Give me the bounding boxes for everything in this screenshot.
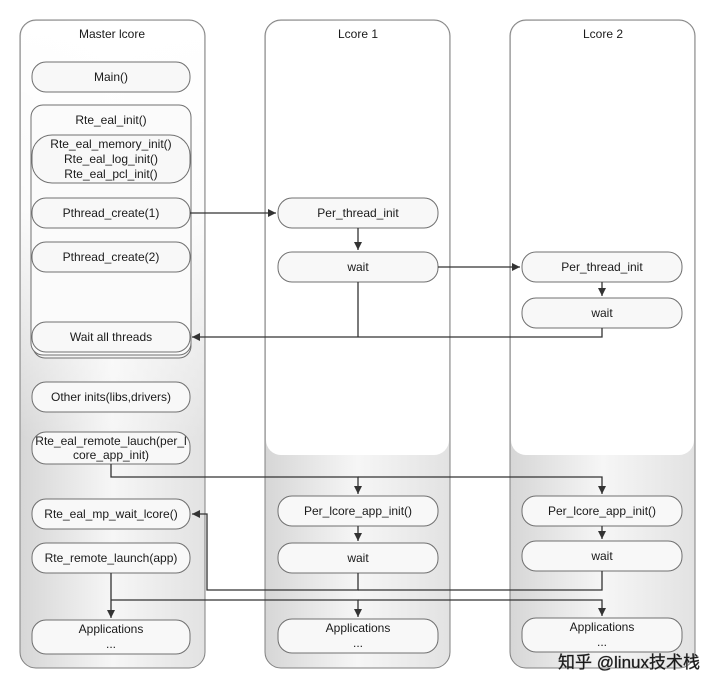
svg-text:Rte_eal_remote_lauch(per_l: Rte_eal_remote_lauch(per_l [35, 434, 186, 448]
node-lcore2-per-lcore-app-init: Per_lcore_app_init() [521, 495, 683, 527]
svg-text:Per_lcore_app_init(): Per_lcore_app_init() [548, 504, 656, 518]
svg-text:...: ... [106, 637, 116, 651]
node-lcore1-applications: Applications ... [277, 618, 439, 654]
arrow-lcore2-wait-to-wait-all [192, 328, 603, 341]
svg-text:wait: wait [590, 306, 613, 320]
node-wait-all-threads: Wait all threads [31, 321, 191, 353]
svg-text:Pthread_create(1): Pthread_create(1) [63, 206, 160, 220]
lane-title-master: Master lcore [79, 27, 145, 41]
node-main: Main() [31, 61, 191, 93]
node-lcore1-wait-2: wait [277, 542, 439, 574]
watermark: 知乎 @linux技术栈 [558, 653, 700, 672]
svg-text:Rte_remote_launch(app): Rte_remote_launch(app) [45, 551, 178, 565]
node-master-applications: Applications ... [31, 619, 191, 655]
svg-text:...: ... [597, 635, 607, 649]
arrow-lcore-waits-to-mp-wait [192, 510, 359, 591]
svg-text:Per_thread_init: Per_thread_init [561, 260, 643, 274]
eal-pcl-init: Rte_eal_pcl_init() [64, 167, 157, 181]
node-lcore2-wait-1: wait [521, 297, 683, 329]
svg-text:...: ... [353, 636, 363, 650]
svg-text:wait: wait [346, 260, 369, 274]
svg-text:wait: wait [346, 551, 369, 565]
eal-memory-init: Rte_eal_memory_init() [50, 137, 171, 151]
svg-text:Per_thread_init: Per_thread_init [317, 206, 399, 220]
eal-init-label: Rte_eal_init() [75, 113, 146, 127]
svg-text:core_app_init): core_app_init) [73, 448, 149, 462]
lane-title-lcore-2: Lcore 2 [583, 27, 623, 41]
svg-text:Applications: Applications [570, 620, 635, 634]
node-other-inits: Other inits(libs,drivers) [31, 381, 191, 413]
node-lcore2-wait-2: wait [521, 540, 683, 572]
svg-text:Wait all threads: Wait all threads [70, 330, 152, 344]
svg-text:Applications: Applications [326, 621, 391, 635]
node-lcore2-applications: Applications ... [521, 617, 683, 653]
eal-log-init: Rte_eal_log_init() [64, 152, 158, 166]
node-pthread-create-2: Pthread_create(2) [31, 241, 191, 273]
svg-text:wait: wait [590, 549, 613, 563]
svg-text:Pthread_create(2): Pthread_create(2) [63, 250, 160, 264]
node-remote-launch-per-lcore: Rte_eal_remote_lauch(per_l core_app_init… [31, 431, 191, 465]
node-lcore1-wait-1: wait [277, 251, 439, 283]
node-eal-subinits: Rte_eal_memory_init() Rte_eal_log_init()… [31, 134, 191, 184]
svg-text:Per_lcore_app_init(): Per_lcore_app_init() [304, 504, 412, 518]
svg-text:Applications: Applications [79, 622, 144, 636]
lane-title-lcore-1: Lcore 1 [338, 27, 378, 41]
line-lcore2-wait-to-mp-wait [358, 571, 603, 591]
node-pthread-create-1: Pthread_create(1) [31, 197, 191, 229]
svg-text:Rte_eal_mp_wait_lcore(): Rte_eal_mp_wait_lcore() [44, 507, 177, 521]
arrow-remote-launch-to-lcore1 [110, 464, 362, 494]
svg-text:Other inits(libs,drivers): Other inits(libs,drivers) [51, 390, 171, 404]
arrow-remote-launch-to-lcore2 [358, 476, 606, 494]
node-lcore1-per-thread-init: Per_thread_init [277, 197, 439, 229]
svg-text:Main(): Main() [94, 70, 128, 84]
node-remote-launch-app: Rte_remote_launch(app) [31, 542, 191, 574]
node-lcore2-per-thread-init: Per_thread_init [521, 251, 683, 283]
arrow-launch-app-to-lcore2-apps [358, 599, 606, 616]
node-mp-wait-lcore: Rte_eal_mp_wait_lcore() [31, 498, 191, 530]
node-lcore1-per-lcore-app-init: Per_lcore_app_init() [277, 495, 439, 527]
